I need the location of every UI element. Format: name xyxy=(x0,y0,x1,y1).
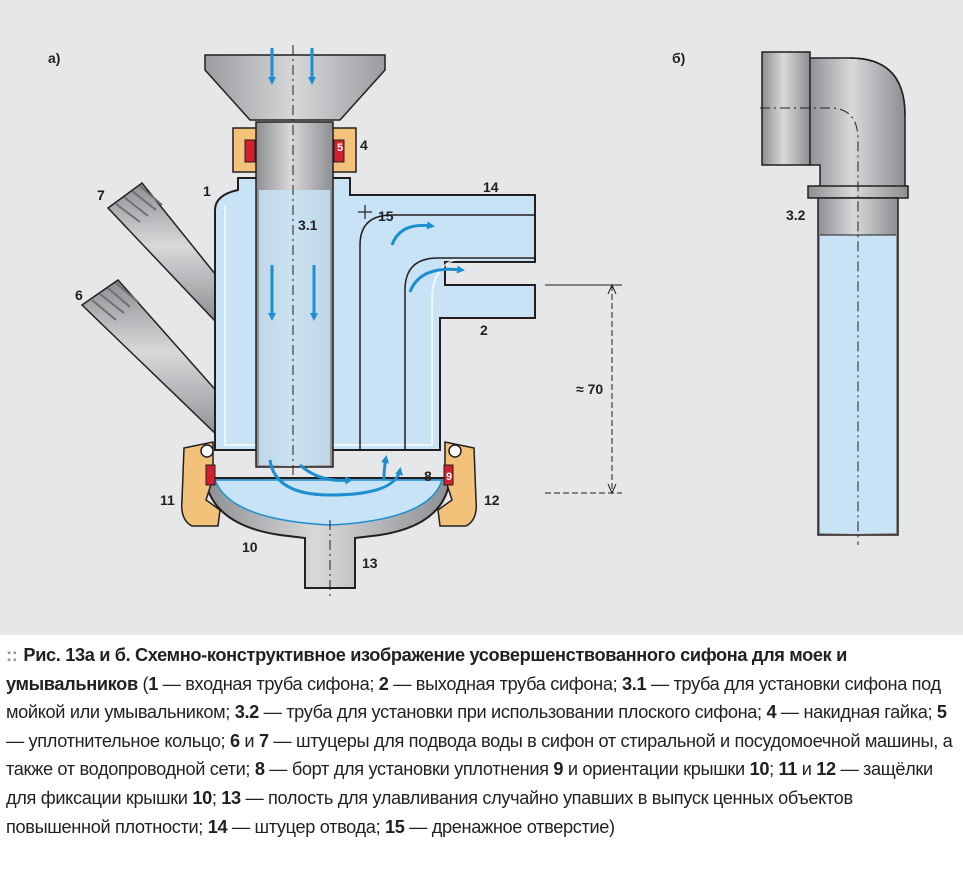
caption-ref: 15 xyxy=(384,816,405,837)
label-5: 5 xyxy=(337,142,343,154)
seal-9-right xyxy=(443,464,454,486)
latch-11 xyxy=(180,441,221,527)
caption-run: — защёлки для фиксации крышки xyxy=(6,759,933,808)
caption-run: — накидная гайка; xyxy=(776,702,937,723)
caption-run: — штуцеры для подвода воды в сифон от ст… xyxy=(6,730,953,780)
panel-a: ≈ 70 4 5 1 7 6 3.1 14 15 2 8 9 11 12 10 … xyxy=(75,45,622,598)
caption-run: ; xyxy=(769,759,779,780)
caption-run: — труба для установки сифона под мойкой … xyxy=(6,673,941,723)
caption-run: — борт для установки уплотнения xyxy=(264,759,554,780)
inlet-funnel xyxy=(204,54,386,121)
caption-run: и ориентации крышки xyxy=(563,759,750,780)
caption-ref: 3.1 xyxy=(622,673,647,694)
flow-arrows xyxy=(268,48,465,497)
caption-ref: 11 xyxy=(778,759,798,780)
figure-caption: ::Рис. 13а и б. Схемно-конструктивное из… xyxy=(6,641,956,841)
caption-ref: 6 xyxy=(229,730,240,751)
caption-ref: 7 xyxy=(258,730,269,751)
panel-b: 3.2 xyxy=(760,51,909,545)
label-7: 7 xyxy=(97,187,105,203)
caption-run: — дренажное отверстие) xyxy=(404,816,615,837)
caption-ref: 14 xyxy=(207,816,228,837)
caption-run: — входная труба сифона; xyxy=(157,673,379,694)
latch-12 xyxy=(437,441,478,527)
caption-run: — полость для улавливания случайно упавш… xyxy=(6,787,853,837)
label-8: 8 xyxy=(424,468,432,484)
caption-ref: 2 xyxy=(378,673,389,694)
label-1: 1 xyxy=(203,183,211,199)
elbow xyxy=(807,57,906,191)
label-2: 2 xyxy=(480,322,488,338)
panel-a-label: а) xyxy=(48,50,60,66)
label-3-1: 3.1 xyxy=(298,217,318,233)
caption-run: ; xyxy=(211,787,222,808)
label-11: 11 xyxy=(160,492,175,508)
dimension-label: ≈ 70 xyxy=(576,381,603,397)
caption-ref: 3.2 xyxy=(234,702,260,723)
caption-run: — выходная труба сифона; xyxy=(388,673,623,694)
gasket-right xyxy=(333,139,345,163)
caption-run: и xyxy=(239,730,259,751)
label-10: 10 xyxy=(242,539,258,555)
caption-run: — уплотнительное кольцо; xyxy=(6,730,230,751)
label-4: 4 xyxy=(360,137,368,153)
label-3-2: 3.2 xyxy=(786,207,806,223)
label-14: 14 xyxy=(483,179,499,195)
caption-ref: 9 xyxy=(553,759,564,780)
label-12: 12 xyxy=(484,492,500,508)
dimension-line xyxy=(545,283,622,495)
gasket-left xyxy=(244,139,256,163)
caption-ref: 12 xyxy=(816,759,836,780)
caption-run: и xyxy=(797,759,817,780)
caption-ref: 13 xyxy=(221,787,241,808)
caption-ref: 4 xyxy=(766,702,777,723)
caption-run: ( xyxy=(137,673,149,694)
caption-ref: 8 xyxy=(254,759,265,780)
label-6: 6 xyxy=(75,287,83,303)
label-13: 13 xyxy=(362,555,378,571)
caption-bullet: :: xyxy=(6,645,18,665)
caption-ref: 10 xyxy=(749,759,770,780)
caption-text: Рис. 13а и б. Схемно-конструктивное изоб… xyxy=(6,645,953,837)
caption-title: Рис. 13а и б. Схемно-конструктивное изоб… xyxy=(6,645,847,694)
caption-ref: 5 xyxy=(936,702,947,723)
seal-9-left xyxy=(205,464,216,486)
caption-ref: 10 xyxy=(192,787,212,808)
panel-b-label: б) xyxy=(672,50,685,66)
caption-run: — труба для установки при использовании … xyxy=(258,702,767,723)
siphon-diagram: а) б) xyxy=(0,0,963,635)
label-9: 9 xyxy=(446,471,452,483)
label-15: 15 xyxy=(378,208,394,224)
caption-run: — штуцер отвода; xyxy=(227,816,385,837)
caption-ref: 1 xyxy=(148,673,158,694)
